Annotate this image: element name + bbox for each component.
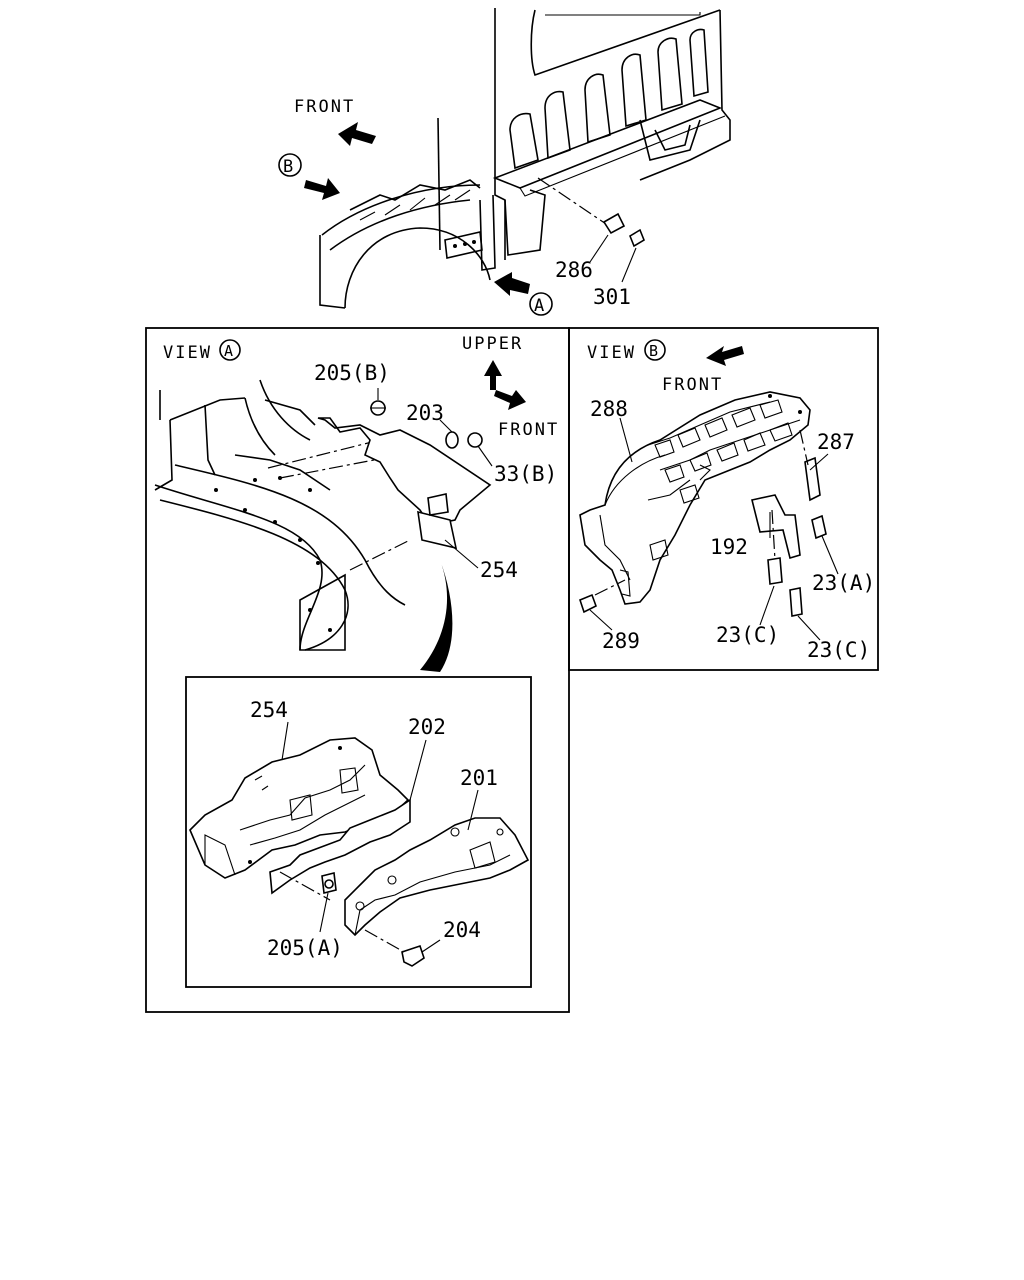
view-a-upper-label: UPPER (462, 334, 523, 354)
detail-part-204-label: 204 (443, 918, 481, 942)
view-b-front-label: FRONT (662, 375, 723, 395)
detail-inset-frame (185, 676, 532, 988)
part-23c-1-label: 23(C) (716, 623, 779, 647)
top-front-label: FRONT (294, 97, 355, 117)
part-205b-label: 205(B) (314, 361, 390, 385)
view-a-front-label: FRONT (498, 420, 559, 440)
view-b-title: VIEW (587, 343, 636, 363)
view-a-fender-illustration (154, 379, 493, 672)
callout-a-circle (529, 292, 553, 316)
callout-b-circle (278, 153, 302, 177)
part-33b-label: 33(B) (494, 462, 557, 486)
part-288-label: 288 (590, 397, 628, 421)
part-23a-label: 23(A) (812, 571, 875, 595)
detail-part-202-label: 202 (408, 715, 446, 739)
part-286-label: 286 (555, 258, 593, 282)
arrow-a-icon (494, 272, 530, 296)
view-b-front-arrow-icon (706, 346, 744, 366)
arrow-b-icon (304, 178, 340, 200)
part-289-label: 289 (602, 629, 640, 653)
view-a-callout-circle (219, 339, 241, 361)
cab-overview-illustration (319, 8, 731, 309)
view-b-frame (568, 327, 879, 671)
detail-part-254-label: 254 (250, 698, 288, 722)
detail-part-205a-label: 205(A) (267, 936, 343, 960)
part-287-label: 287 (817, 430, 855, 454)
view-b-callout-letter: B (649, 342, 658, 360)
view-a-callout-letter: A (224, 342, 233, 360)
view-b-fender-illustration (579, 391, 839, 641)
view-a-title: VIEW (163, 343, 212, 363)
detail-inset-illustration (189, 721, 530, 967)
part-203-label: 203 (406, 401, 444, 425)
front-arrow-icon (338, 122, 376, 146)
callout-b-letter: B (283, 157, 293, 177)
part-254-label: 254 (480, 558, 518, 582)
part-301-label: 301 (593, 285, 631, 309)
part-192-label: 192 (710, 535, 748, 559)
view-b-callout-circle (644, 339, 666, 361)
upper-front-arrow-icon (484, 360, 526, 410)
part-23c-2-label: 23(C) (807, 638, 870, 662)
detail-part-201-label: 201 (460, 766, 498, 790)
callout-a-letter: A (534, 296, 544, 316)
